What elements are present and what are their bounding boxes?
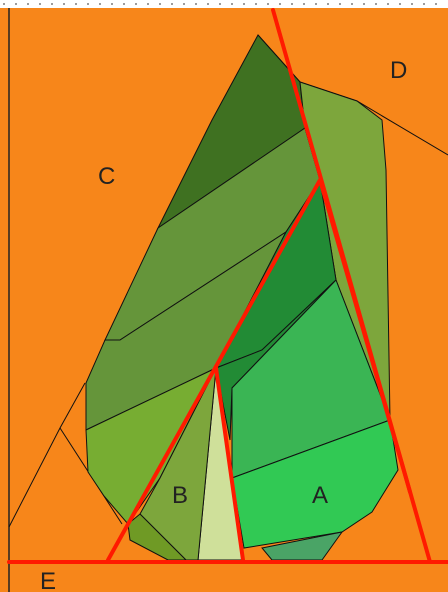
border-dot [207, 3, 209, 5]
border-dot [99, 3, 101, 5]
fold-line-center [214, 366, 245, 562]
border-dot [327, 3, 329, 5]
border-dot [423, 3, 425, 5]
border-dot [111, 3, 113, 5]
border-dot [135, 3, 137, 5]
border-dot [171, 3, 173, 5]
border-dot [231, 3, 233, 5]
border-dot [75, 3, 77, 5]
border-dot [339, 3, 341, 5]
border-dot [39, 3, 41, 5]
border-dot [195, 3, 197, 5]
label-b: B [172, 482, 188, 509]
border-dot [255, 3, 257, 5]
border-dot [411, 3, 413, 5]
border-dot [219, 3, 221, 5]
border-dot [87, 3, 89, 5]
border-dot [51, 3, 53, 5]
top-dotted-border [3, 3, 437, 5]
border-dot [27, 3, 29, 5]
border-dot [267, 3, 269, 5]
fold-line-inner-v [106, 178, 412, 562]
border-dot [3, 3, 5, 5]
border-dot [291, 3, 293, 5]
border-dot [147, 3, 149, 5]
border-dot [315, 3, 317, 5]
border-dot [435, 3, 437, 5]
border-dot [375, 3, 377, 5]
border-dot [123, 3, 125, 5]
border-dot [279, 3, 281, 5]
border-dot [243, 3, 245, 5]
border-dot [363, 3, 365, 5]
label-a: A [312, 482, 328, 509]
label-e: E [40, 568, 56, 592]
border-dot [387, 3, 389, 5]
border-dot [399, 3, 401, 5]
border-dot [63, 3, 65, 5]
border-dot [15, 3, 17, 5]
label-c: C [98, 163, 115, 190]
border-dot [303, 3, 305, 5]
border-dot [351, 3, 353, 5]
border-dot [159, 3, 161, 5]
label-d: D [390, 57, 407, 84]
border-dot [183, 3, 185, 5]
